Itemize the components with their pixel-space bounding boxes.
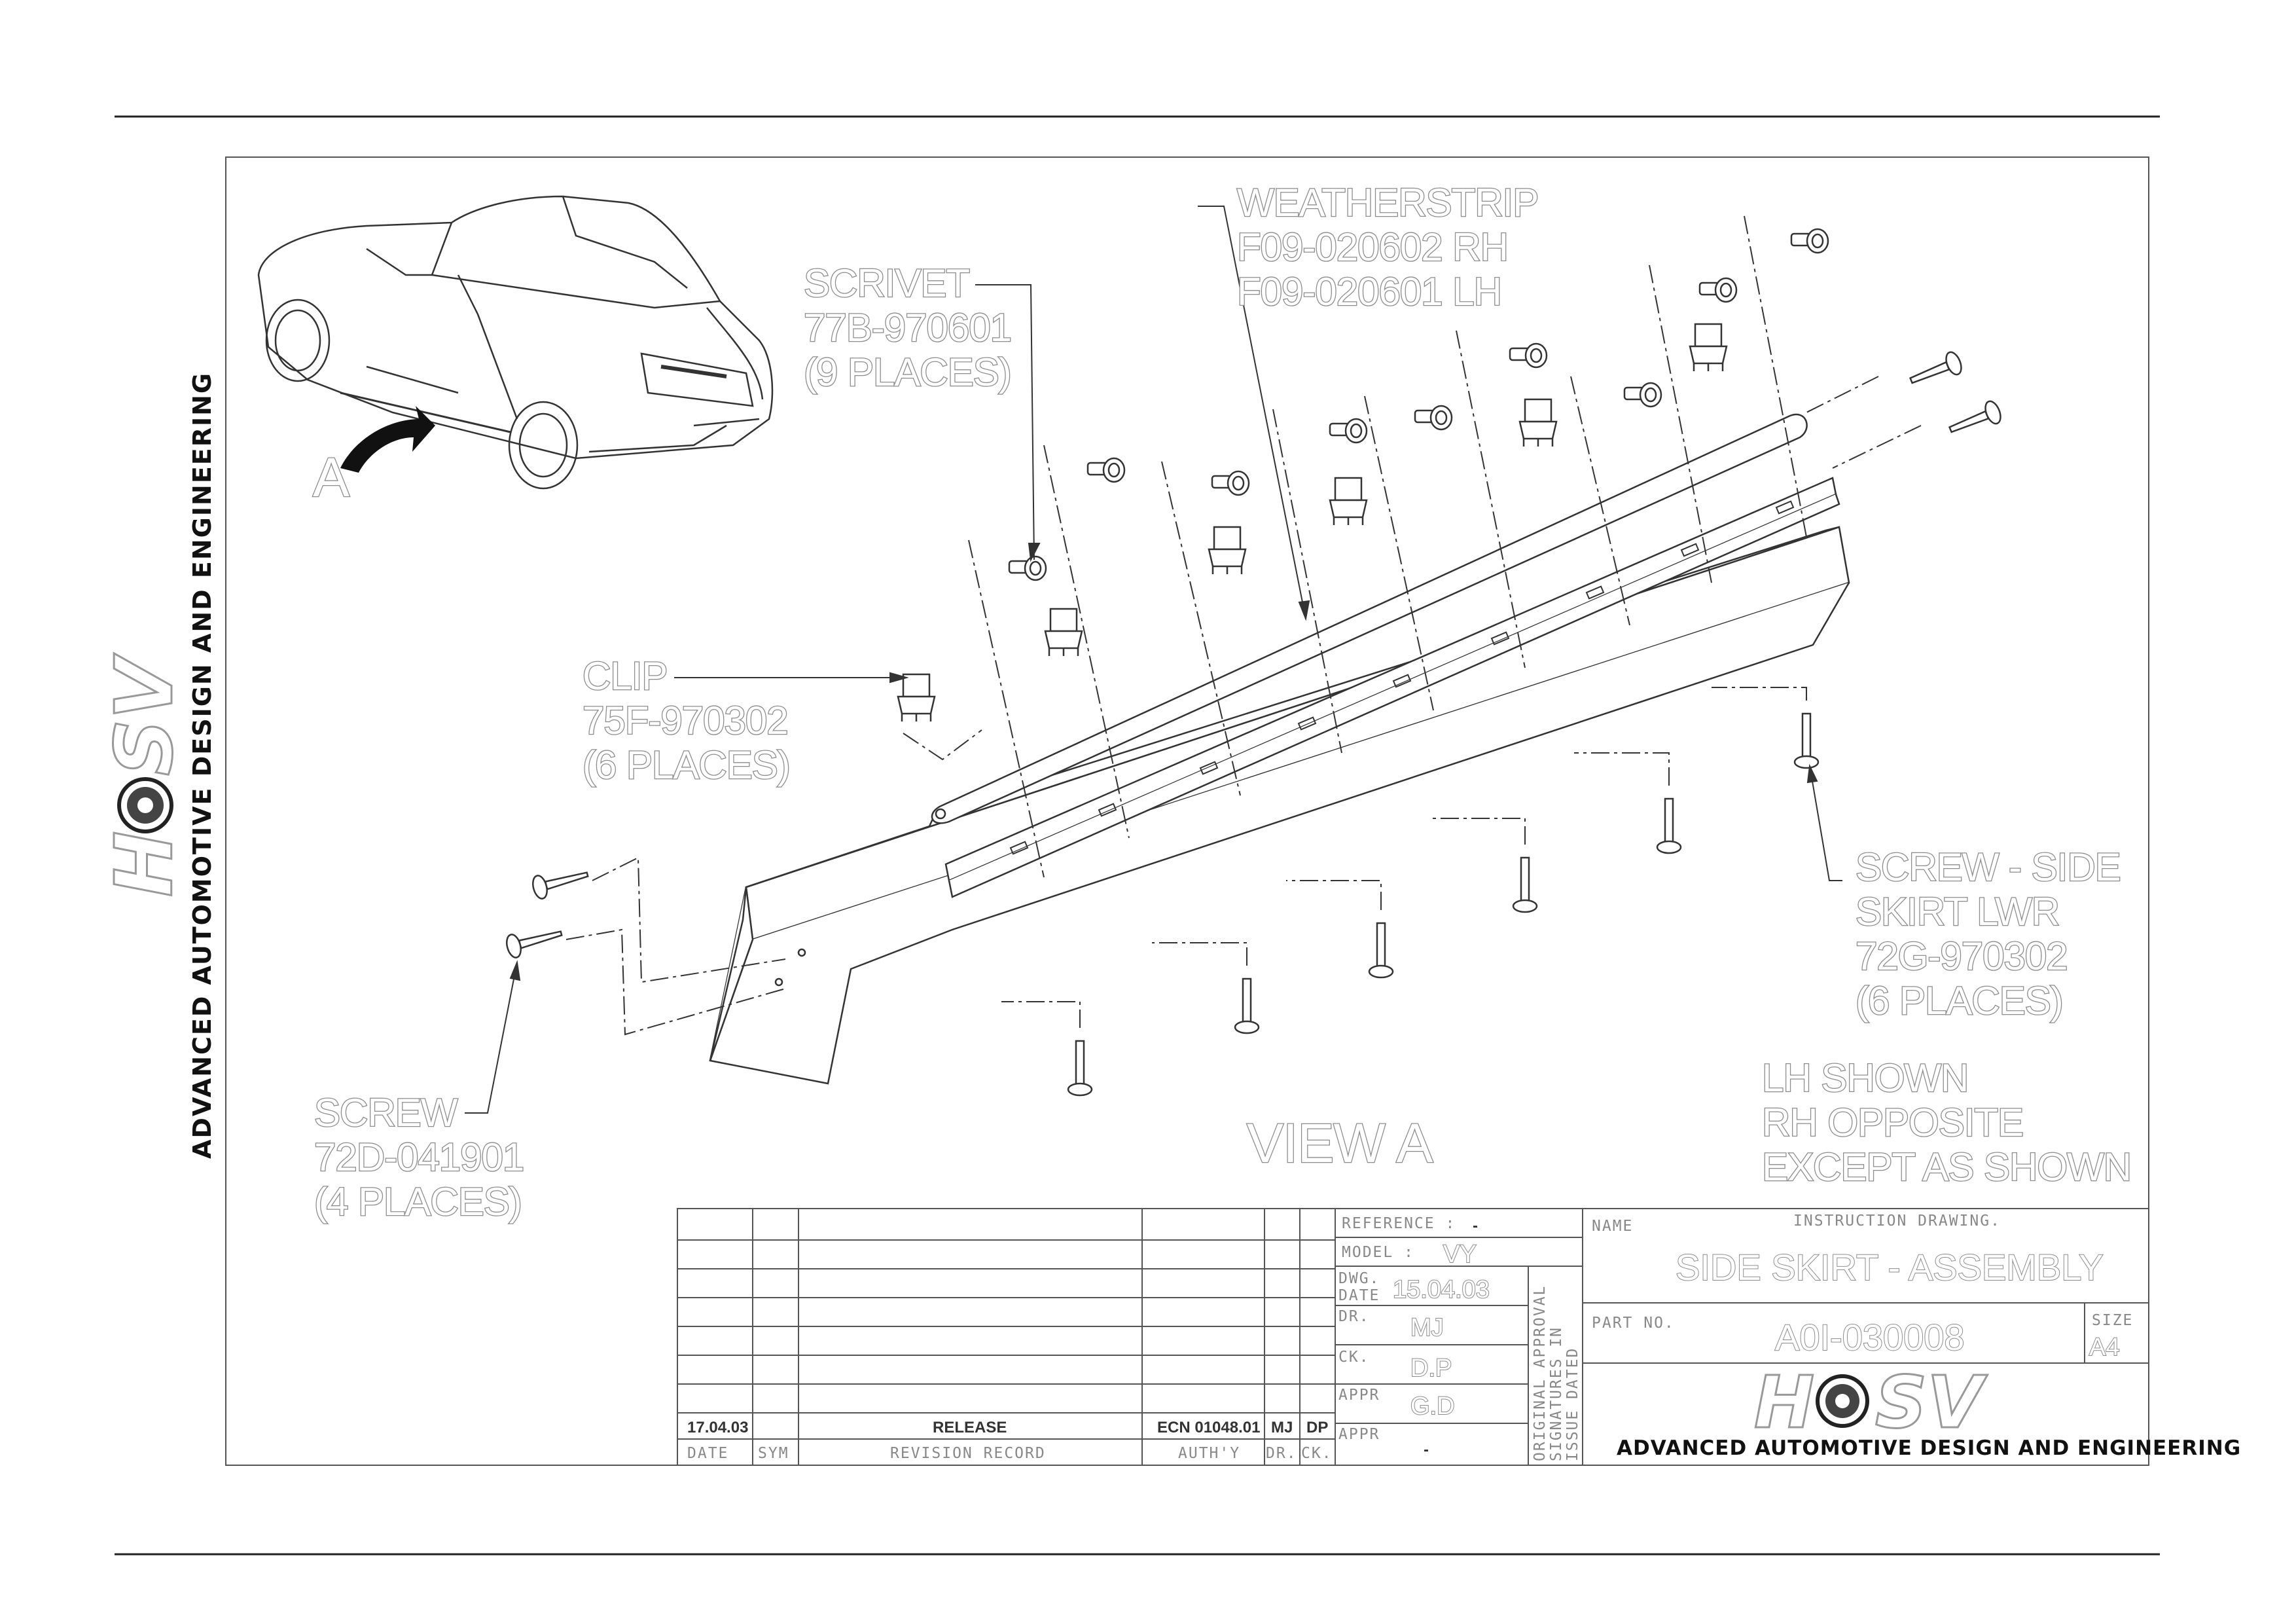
instruction-label: INSTRUCTION DRAWING.: [1793, 1213, 2001, 1230]
rail-slots: [1009, 500, 1795, 855]
clip-line-3: (6 PLACES): [583, 743, 790, 787]
screw-line-1: SCREW: [314, 1091, 458, 1135]
svg-text:H: H: [99, 831, 190, 897]
view-a-arrow-icon: [340, 406, 435, 473]
screw-side-line-1: SCREW - SIDE: [1856, 845, 2121, 889]
clip-parts: [897, 323, 1728, 721]
reference-label: REFERENCE :: [1342, 1215, 1456, 1232]
margin-branding: ADVANCED AUTOMOTIVE DESIGN AND ENGINEERI…: [99, 372, 217, 1159]
revision-authy: ECN 01048.01: [1157, 1419, 1260, 1436]
header-sym: SYM: [758, 1445, 789, 1462]
ck-label: CK.: [1338, 1349, 1370, 1366]
dwg-date-label-2: DATE: [1338, 1287, 1380, 1304]
screw-side-line-4: (6 PLACES): [1856, 979, 2063, 1023]
svg-text:SV: SV: [1875, 1360, 1988, 1444]
header-revision-record: REVISION RECORD: [890, 1445, 1046, 1462]
svg-text:SV: SV: [99, 653, 190, 776]
view-arrow-label: A: [313, 447, 350, 508]
svg-text:H: H: [1754, 1360, 1814, 1444]
note-line-2: RH OPPOSITE: [1762, 1101, 2023, 1144]
size-value: A4: [2089, 1334, 2119, 1361]
approval-note-2: SIGNATURES IN: [1548, 1326, 1565, 1461]
header-authy: AUTH'Y: [1178, 1445, 1240, 1462]
header-dr: DR.: [1266, 1445, 1297, 1462]
scrivet-line-2: 77B-970601: [804, 306, 1011, 350]
scrivet-parts: [1008, 228, 1829, 581]
revision-ck: DP: [1306, 1419, 1328, 1436]
car-sketch-icon: [257, 195, 774, 490]
scrivet-line-3: (9 PLACES): [804, 350, 1011, 394]
hsv-logo-vertical-icon: H SV: [99, 652, 192, 898]
leader-lines: [465, 206, 1842, 1114]
weatherstrip-line-1: WEATHERSTRIP: [1237, 181, 1538, 225]
appr2-value: -: [1424, 1441, 1429, 1459]
screw-line-3: (4 PLACES): [314, 1180, 522, 1224]
dwg-date-label-1: DWG.: [1338, 1270, 1380, 1287]
company-name: ADVANCED AUTOMOTIVE DESIGN AND ENGINEERI…: [1617, 1436, 2241, 1460]
clip-line-1: CLIP: [583, 654, 667, 698]
part-no-label: PART NO.: [1592, 1315, 1675, 1332]
revision-dr: MJ: [1271, 1419, 1293, 1436]
appr-label: APPR: [1338, 1387, 1380, 1404]
title-block: [677, 1208, 2149, 1466]
lower-screw-parts: [1067, 712, 1820, 1097]
callout-screw: SCREW 72D-041901 (4 PLACES): [314, 1090, 526, 1225]
callout-screw-side: SCREW - SIDE SKIRT LWR 72G-970302 (6 PLA…: [1855, 845, 2122, 1024]
callout-scrivet: SCRIVET 77B-970601 (9 PLACES): [803, 261, 1013, 395]
view-title: VIEW A: [1247, 1112, 1433, 1174]
scrivet-line-1: SCRIVET: [804, 261, 969, 305]
screw-line-2: 72D-041901: [314, 1135, 524, 1179]
dwg-date-value: 15.04.03: [1393, 1276, 1490, 1304]
weatherstrip-line-3: F09-020601 LH: [1237, 270, 1501, 314]
end-screw-parts: [1909, 351, 2001, 433]
dr-value: MJ: [1410, 1314, 1444, 1341]
side-skirt-lower-panel: [709, 526, 1850, 1085]
note-line-1: LH SHOWN: [1762, 1056, 1968, 1100]
clip-rail-part: [944, 477, 1840, 898]
screw-side-line-2: SKIRT LWR: [1856, 890, 2059, 934]
header-date: DATE: [687, 1445, 728, 1462]
appr-value: G.D: [1410, 1393, 1455, 1420]
approval-note-3: ISSUE DATED: [1564, 1347, 1581, 1461]
callout-clip: CLIP 75F-970302 (6 PLACES): [582, 653, 791, 788]
dr-label: DR.: [1338, 1308, 1370, 1325]
assembly-centre-lines: [565, 215, 1922, 1036]
size-label: SIZE: [2092, 1312, 2133, 1329]
clip-line-2: 75F-970302: [583, 699, 788, 742]
drawing-name: SIDE SKIRT - ASSEMBLY: [1676, 1247, 2104, 1288]
callout-weatherstrip: WEATHERSTRIP F09-020602 RH F09-020601 LH: [1236, 180, 1540, 315]
weatherstrip-part: [931, 413, 1808, 824]
appr2-label: APPR: [1338, 1426, 1380, 1443]
note-lh-shown: LH SHOWN RH OPPOSITE EXCEPT AS SHOWN: [1761, 1055, 2133, 1190]
model-label: MODEL :: [1342, 1244, 1414, 1261]
model-value: VY: [1443, 1241, 1477, 1268]
approval-note-1: ORIGINAL APPROVAL: [1532, 1285, 1549, 1461]
weatherstrip-line-2: F09-020602 RH: [1237, 225, 1508, 269]
revision-date: 17.04.03: [687, 1419, 748, 1436]
name-label: NAME: [1592, 1218, 1633, 1235]
revision-record: RELEASE: [933, 1419, 1007, 1436]
ck-value: D.P: [1410, 1355, 1452, 1382]
part-no-value: A0I-030008: [1775, 1317, 1965, 1358]
note-line-3: EXCEPT AS SHOWN: [1762, 1145, 2131, 1189]
front-screw-parts: [506, 871, 589, 958]
screw-side-line-3: 72G-970302: [1856, 934, 2068, 978]
margin-company-text: ADVANCED AUTOMOTIVE DESIGN AND ENGINEERI…: [188, 372, 217, 1159]
hsv-logo-icon: H SV: [1753, 1360, 1989, 1446]
reference-value: -: [1473, 1217, 1478, 1235]
header-ck: CK.: [1301, 1445, 1333, 1462]
